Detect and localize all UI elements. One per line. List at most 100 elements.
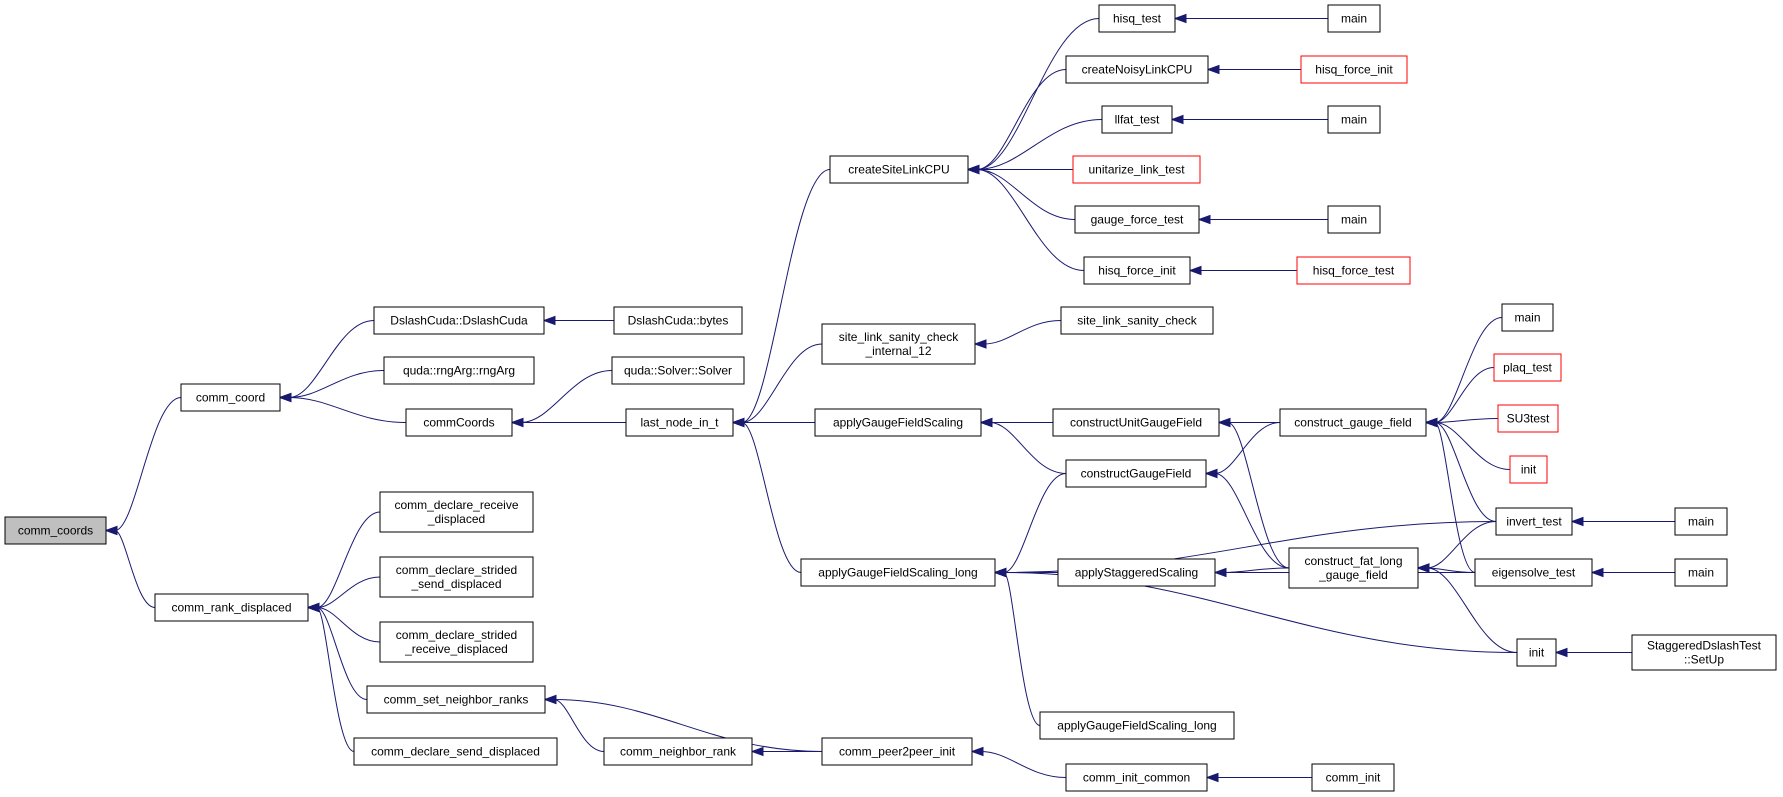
graph-node-csnr[interactable]: comm_set_neighbor_ranks <box>366 685 546 714</box>
node-box[interactable] <box>353 737 558 766</box>
node-box[interactable] <box>1495 507 1573 536</box>
node-box[interactable] <box>1072 155 1201 184</box>
node-box[interactable] <box>1327 4 1381 33</box>
node-box[interactable] <box>603 737 753 766</box>
graph-node-slsc[interactable]: site_link_sanity_check <box>1060 306 1214 335</box>
graph-node-unitarize-link-test[interactable]: unitarize_link_test <box>1072 155 1201 184</box>
node-box[interactable] <box>154 593 309 622</box>
graph-node-last-node-in-t[interactable]: last_node_in_t <box>625 408 734 437</box>
graph-node-construct-fat-long[interactable]: construct_fat_long_gauge_field <box>1288 547 1419 589</box>
graph-node-main5[interactable]: main <box>1674 507 1728 536</box>
node-box[interactable] <box>383 356 535 385</box>
graph-node-cnr[interactable]: comm_neighbor_rank <box>603 737 753 766</box>
node-box[interactable] <box>1300 55 1408 84</box>
graph-node-constructunitgaugefield[interactable]: constructUnitGaugeField <box>1052 408 1220 437</box>
graph-node-commcoords[interactable]: commCoords <box>405 408 513 437</box>
node-box[interactable] <box>1497 404 1559 433</box>
node-box[interactable] <box>1065 763 1208 792</box>
graph-node-comm-coords[interactable]: comm_coords <box>4 516 107 545</box>
graph-node-cdrd[interactable]: comm_declare_receive_displaced <box>379 491 534 533</box>
graph-node-dslashcuda-dslashcuda[interactable]: DslashCuda::DslashCuda <box>373 306 545 335</box>
graph-node-cic[interactable]: comm_init_common <box>1065 763 1208 792</box>
node-box[interactable] <box>1101 105 1173 134</box>
node-box[interactable] <box>1327 105 1381 134</box>
node-box[interactable] <box>1279 408 1427 437</box>
graph-node-init[interactable]: init <box>1516 638 1557 667</box>
graph-node-cdsrd[interactable]: comm_declare_strided_receive_displaced <box>379 621 534 663</box>
graph-node-slsc-internal[interactable]: site_link_sanity_check_internal_12 <box>821 323 976 365</box>
graph-node-createsitelinkcpu[interactable]: createSiteLinkCPU <box>829 155 969 184</box>
node-box[interactable] <box>379 556 534 598</box>
node-box[interactable] <box>1327 205 1381 234</box>
graph-node-init-r[interactable]: init <box>1509 455 1548 484</box>
node-box[interactable] <box>1474 558 1593 587</box>
node-box[interactable] <box>373 306 545 335</box>
node-box[interactable] <box>1039 711 1235 740</box>
graph-node-gauge-force-test[interactable]: gauge_force_test <box>1074 205 1200 234</box>
graph-node-hisq-test[interactable]: hisq_test <box>1098 4 1176 33</box>
graph-node-main3[interactable]: main <box>1327 205 1381 234</box>
node-box[interactable] <box>821 323 976 365</box>
node-box[interactable] <box>366 685 546 714</box>
node-box[interactable] <box>625 408 734 437</box>
node-box[interactable] <box>1065 55 1209 84</box>
graph-node-createnoisylinkcpu[interactable]: createNoisyLinkCPU <box>1065 55 1209 84</box>
graph-node-cp2p[interactable]: comm_peer2peer_init <box>821 737 973 766</box>
node-box[interactable] <box>4 516 107 545</box>
graph-node-applygfs-long2[interactable]: applyGaugeFieldScaling_long <box>1039 711 1235 740</box>
graph-node-rngarg[interactable]: quda::rngArg::rngArg <box>383 356 535 385</box>
graph-node-dslashcuda-bytes[interactable]: DslashCuda::bytes <box>613 306 743 335</box>
graph-node-comm-coord[interactable]: comm_coord <box>180 383 281 412</box>
node-box[interactable] <box>379 491 534 533</box>
graph-node-hisq-force-init[interactable]: hisq_force_init <box>1083 256 1191 285</box>
node-box[interactable] <box>611 356 745 385</box>
node-box[interactable] <box>1098 4 1176 33</box>
node-box[interactable] <box>613 306 743 335</box>
node-box[interactable] <box>821 737 973 766</box>
graph-node-llfat-test[interactable]: llfat_test <box>1101 105 1173 134</box>
graph-node-applygfs-long[interactable]: applyGaugeFieldScaling_long <box>800 558 996 587</box>
node-box[interactable] <box>1674 558 1728 587</box>
node-box[interactable] <box>1288 547 1419 589</box>
node-box[interactable] <box>1065 459 1207 488</box>
graph-node-plaq-test[interactable]: plaq_test <box>1493 353 1562 382</box>
graph-node-ci[interactable]: comm_init <box>1311 763 1395 792</box>
node-box[interactable] <box>180 383 281 412</box>
graph-node-main6[interactable]: main <box>1674 558 1728 587</box>
graph-node-solver[interactable]: quda::Solver::Solver <box>611 356 745 385</box>
node-box[interactable] <box>829 155 969 184</box>
graph-node-applygfs[interactable]: applyGaugeFieldScaling <box>814 408 982 437</box>
node-box[interactable] <box>1516 638 1557 667</box>
graph-node-invert-test[interactable]: invert_test <box>1495 507 1573 536</box>
node-box[interactable] <box>1493 353 1562 382</box>
node-box[interactable] <box>1060 306 1214 335</box>
node-box[interactable] <box>814 408 982 437</box>
node-box[interactable] <box>405 408 513 437</box>
node-box[interactable] <box>1052 408 1220 437</box>
graph-node-comm-rank-displaced[interactable]: comm_rank_displaced <box>154 593 309 622</box>
node-box[interactable] <box>800 558 996 587</box>
graph-node-main1[interactable]: main <box>1327 4 1381 33</box>
node-box[interactable] <box>1311 763 1395 792</box>
node-box[interactable] <box>1501 303 1554 332</box>
node-box[interactable] <box>1296 256 1411 285</box>
node-box[interactable] <box>379 621 534 663</box>
graph-node-su3test[interactable]: SU3test <box>1497 404 1559 433</box>
node-box[interactable] <box>1509 455 1548 484</box>
graph-node-constructgaugefield[interactable]: constructGaugeField <box>1065 459 1207 488</box>
node-box[interactable] <box>1674 507 1728 536</box>
graph-node-applystaggeredscaling[interactable]: applyStaggeredScaling <box>1057 558 1216 587</box>
graph-node-hisq-force-init-r[interactable]: hisq_force_init <box>1300 55 1408 84</box>
graph-node-main2[interactable]: main <box>1327 105 1381 134</box>
node-box[interactable] <box>1074 205 1200 234</box>
node-box[interactable] <box>1631 634 1777 671</box>
graph-node-setup[interactable]: StaggeredDslashTest::SetUp <box>1631 634 1777 671</box>
graph-node-eigensolve-test[interactable]: eigensolve_test <box>1474 558 1593 587</box>
graph-node-construct-gauge-field[interactable]: construct_gauge_field <box>1279 408 1427 437</box>
graph-node-hisq-force-test[interactable]: hisq_force_test <box>1296 256 1411 285</box>
node-box[interactable] <box>1083 256 1191 285</box>
graph-node-cdssd[interactable]: comm_declare_strided_send_displaced <box>379 556 534 598</box>
node-box[interactable] <box>1057 558 1216 587</box>
graph-node-main4[interactable]: main <box>1501 303 1554 332</box>
graph-node-cdsd[interactable]: comm_declare_send_displaced <box>353 737 558 766</box>
